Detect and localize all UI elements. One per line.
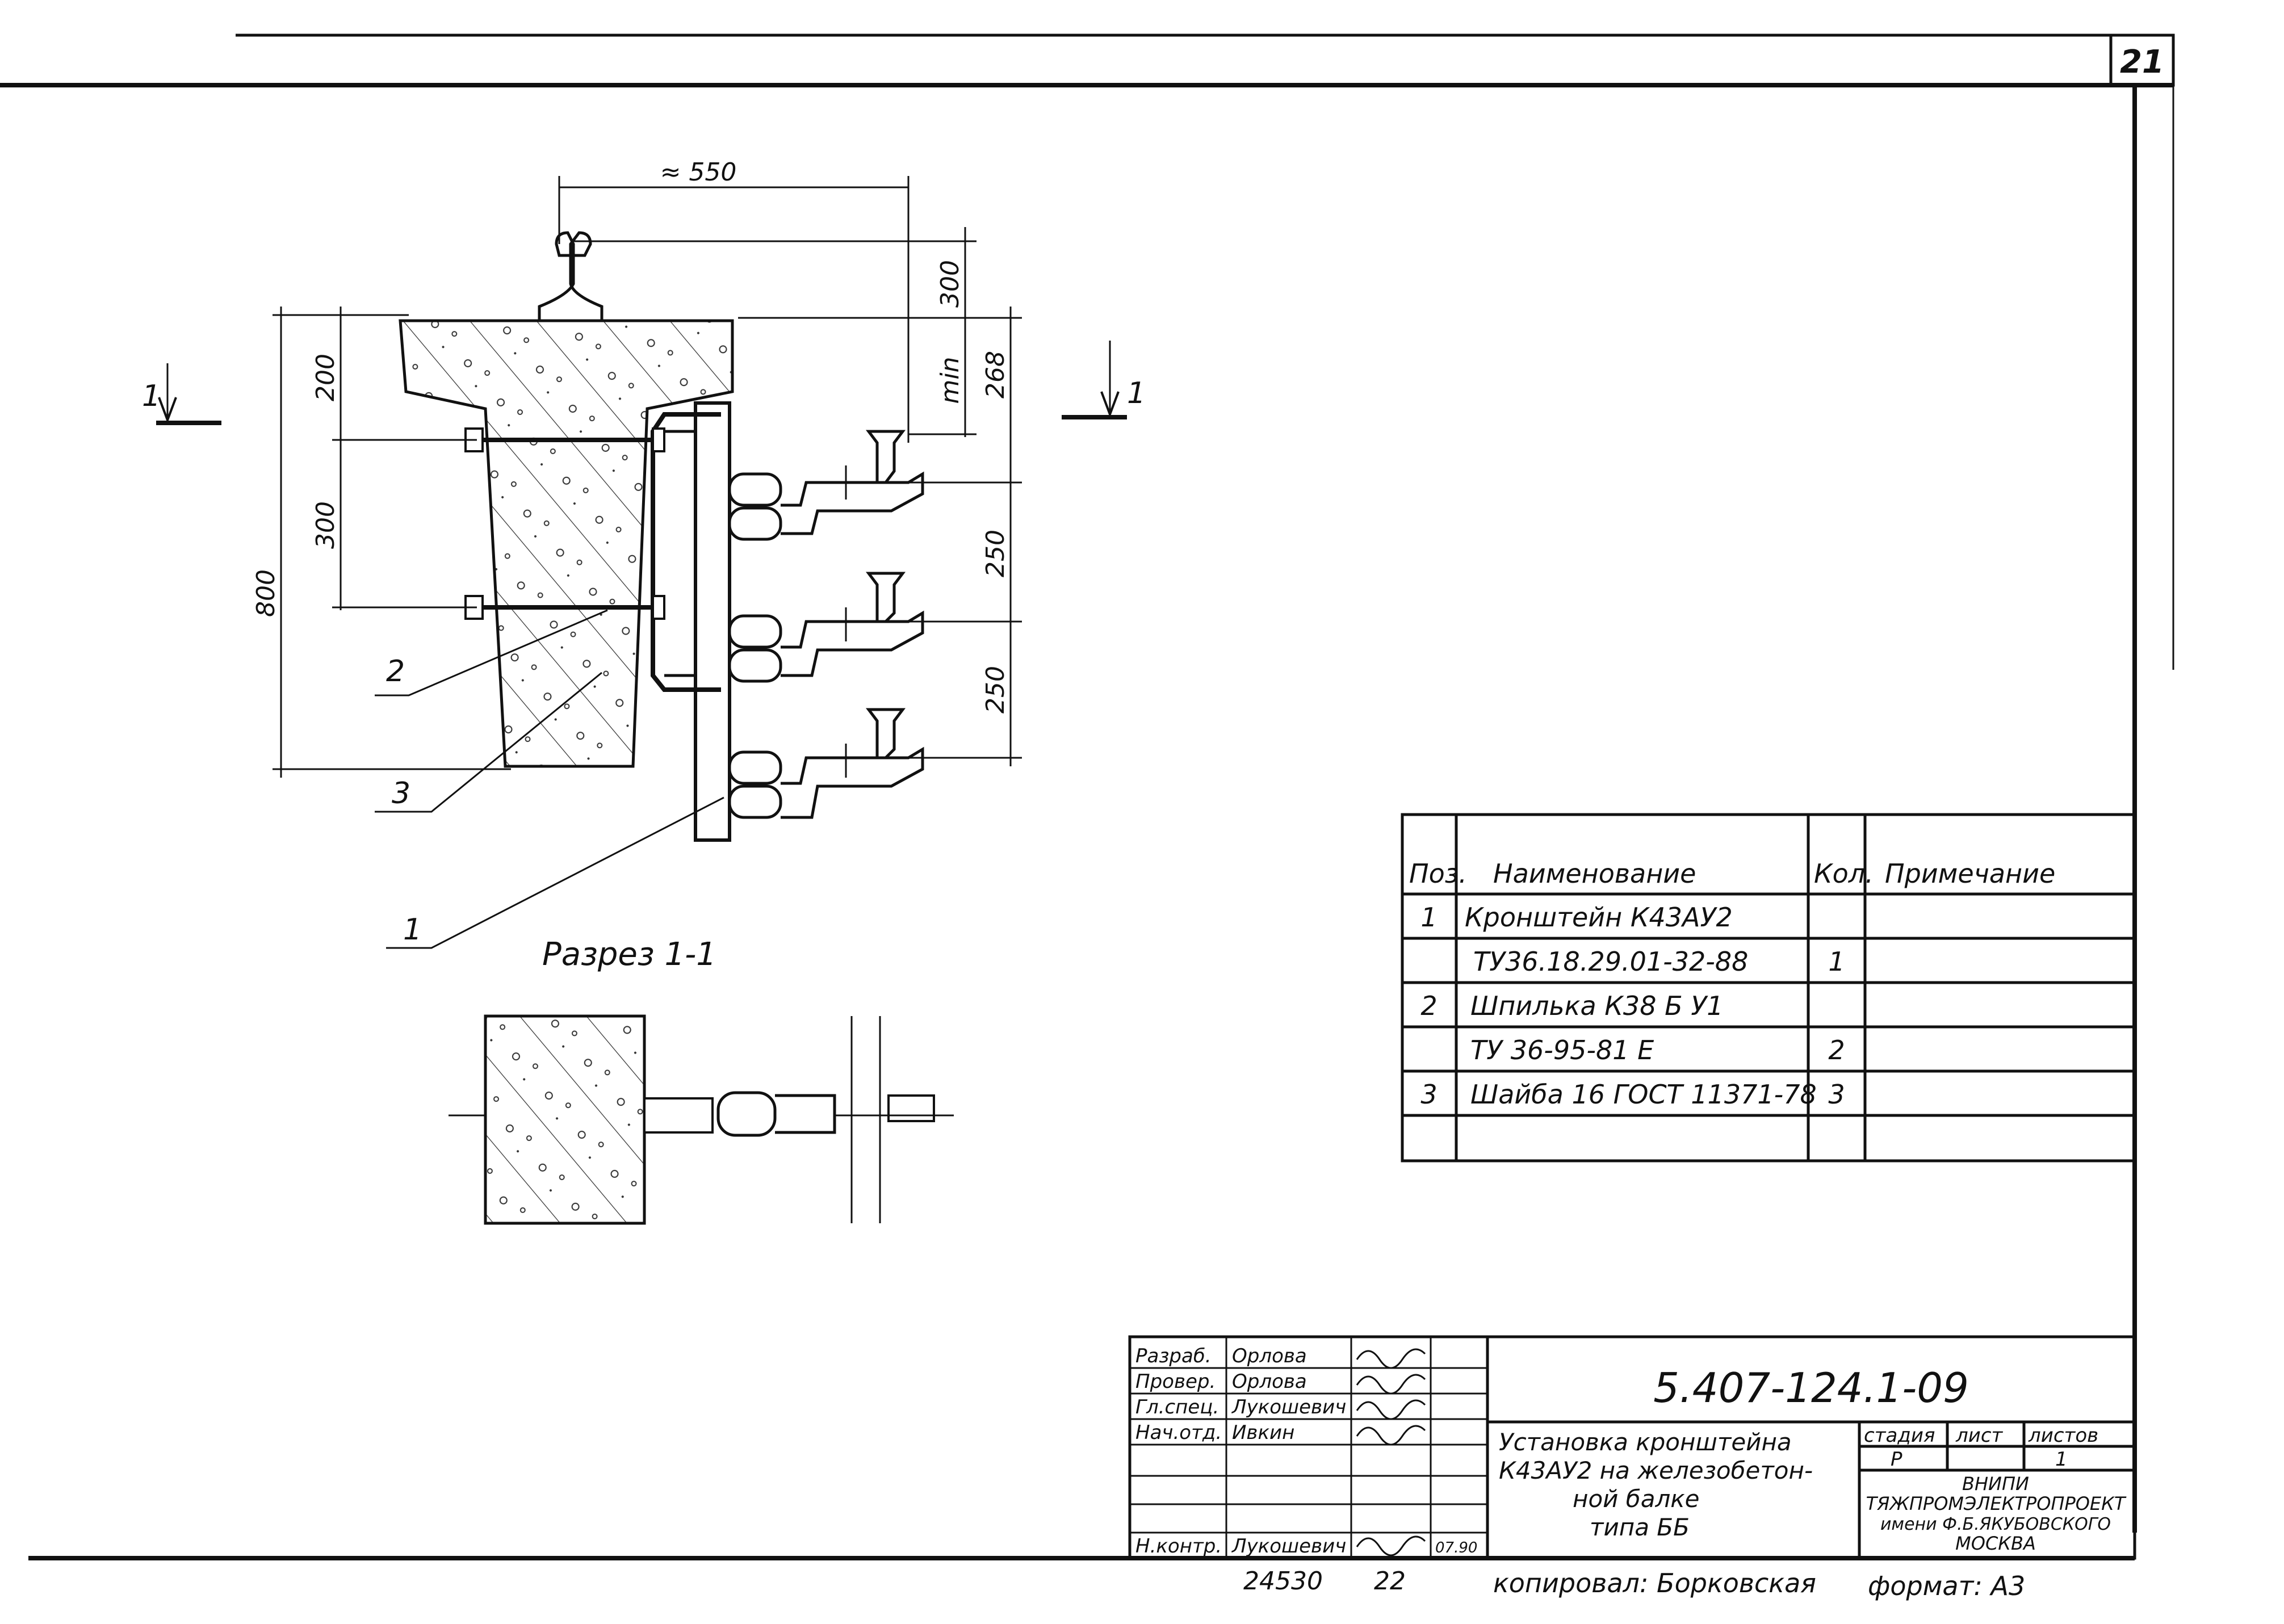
sheet-count: 1 xyxy=(2055,1448,2068,1471)
stage-header: стадия xyxy=(1864,1424,1935,1447)
signature-name: Ивкин xyxy=(1232,1421,1294,1444)
spec-row-name: ТУ36.18.29.01-32-88 xyxy=(1473,946,1748,977)
leader-lines xyxy=(375,609,724,949)
inventory-number: 24530 xyxy=(1243,1567,1323,1596)
page-number: 21 xyxy=(2120,44,2164,81)
spec-header-name: Наименование xyxy=(1493,858,1696,889)
org-line: ВНИПИ xyxy=(1962,1473,2029,1495)
section-mark-left-label: 1 xyxy=(142,379,161,413)
spec-row-qty: 3 xyxy=(1828,1079,1845,1110)
dim-300-top: 300 xyxy=(936,260,965,308)
signature-role: Гл.спец. xyxy=(1135,1396,1219,1419)
bracket-channel xyxy=(651,412,721,692)
title-line: Установка кронштейна xyxy=(1499,1428,1792,1456)
stage-value: Р xyxy=(1891,1448,1902,1471)
signature-name: Орлова xyxy=(1232,1345,1307,1367)
bracket-plate xyxy=(694,401,731,842)
signature-name: Орлова xyxy=(1232,1370,1307,1393)
dim-250-b: 250 xyxy=(981,666,1010,714)
leader-label-3: 3 xyxy=(392,777,410,811)
sheet-header: лист xyxy=(1955,1424,2004,1447)
spec-row-pos: 1 xyxy=(1420,902,1437,933)
section-concrete xyxy=(484,1014,646,1225)
dim-300-left: 300 xyxy=(311,501,340,549)
dim-min: min xyxy=(936,357,965,404)
signature-role: Н.контр. xyxy=(1135,1535,1222,1558)
spec-row-name: Шпилька К38 Б У1 xyxy=(1470,991,1724,1021)
section-title: Разрез 1-1 xyxy=(542,936,716,973)
dim-800: 800 xyxy=(252,569,280,617)
spec-row-name: ТУ 36-95-81 Е xyxy=(1470,1035,1654,1065)
title-line: типа ББ xyxy=(1590,1513,1690,1541)
inventory-sub: 22 xyxy=(1374,1567,1406,1596)
signature-date: 07.90 xyxy=(1435,1539,1477,1556)
dimension-lines xyxy=(273,176,1022,778)
spec-header-qty: Кол. xyxy=(1814,858,1874,889)
crane-rail xyxy=(538,231,604,322)
spec-row-name: Кронштейн К43АУ2 xyxy=(1465,902,1733,933)
dim-268: 268 xyxy=(981,351,1010,398)
spec-row-qty: 1 xyxy=(1828,946,1845,977)
dim-200: 200 xyxy=(311,354,340,401)
spec-row-pos: 3 xyxy=(1420,1079,1437,1110)
org-line: МОСКВА xyxy=(1955,1533,2036,1554)
signature-name: Лукошевич xyxy=(1231,1535,1346,1558)
insulator-set-bottom xyxy=(728,708,924,819)
spec-row-name: Шайба 16 ГОСТ 11371-78 xyxy=(1470,1079,1817,1110)
dim-approx-550: ≈ 550 xyxy=(660,158,737,187)
org-line: имени Ф.Б.ЯКУБОВСКОГО xyxy=(1880,1514,2111,1534)
title-line: К43АУ2 на железобетон- xyxy=(1499,1457,1813,1484)
dim-250-a: 250 xyxy=(981,530,1010,577)
insulator-set-top xyxy=(728,430,924,541)
title-line: ной балке xyxy=(1573,1485,1700,1513)
section-mark-right xyxy=(1062,341,1127,419)
copied-by: копировал: Борковская xyxy=(1493,1568,1816,1598)
signature-role: Провер. xyxy=(1135,1370,1216,1393)
section-1-1-view xyxy=(449,1014,954,1225)
section-mark-left xyxy=(156,363,221,425)
concrete-beam xyxy=(399,319,734,768)
insulator-set-middle xyxy=(728,572,924,683)
specification-table xyxy=(1401,813,2136,1163)
signature-role: Разраб. xyxy=(1135,1345,1212,1367)
spec-row-qty: 2 xyxy=(1828,1035,1845,1065)
leader-label-2: 2 xyxy=(386,654,405,689)
handwritten-signatures xyxy=(1356,1348,1426,1556)
sheet-format: формат: А3 xyxy=(1868,1571,2025,1601)
spec-header-note: Примечание xyxy=(1885,858,2055,889)
main-elevation-view: ≈ 550 300 min 268 250 250 200 300 800 1 … xyxy=(142,158,1146,949)
leader-label-1: 1 xyxy=(403,913,422,947)
spec-header-pos: Поз. xyxy=(1409,858,1467,889)
org-line: ТЯЖПРОМЭЛЕКТРОПРОЕКТ xyxy=(1866,1493,2127,1514)
title-block xyxy=(1128,1335,2136,1560)
section-mark-right-label: 1 xyxy=(1127,376,1146,410)
signature-role: Нач.отд. xyxy=(1135,1421,1222,1444)
page-number-box xyxy=(2109,33,2175,87)
spec-row-pos: 2 xyxy=(1420,991,1437,1021)
signature-name: Лукошевич xyxy=(1231,1396,1346,1419)
sheet-frame: 21 xyxy=(0,33,2175,1560)
drawing-code: 5.407-124.1-09 xyxy=(1653,1364,1969,1412)
sheets-header: листов xyxy=(2028,1424,2098,1447)
